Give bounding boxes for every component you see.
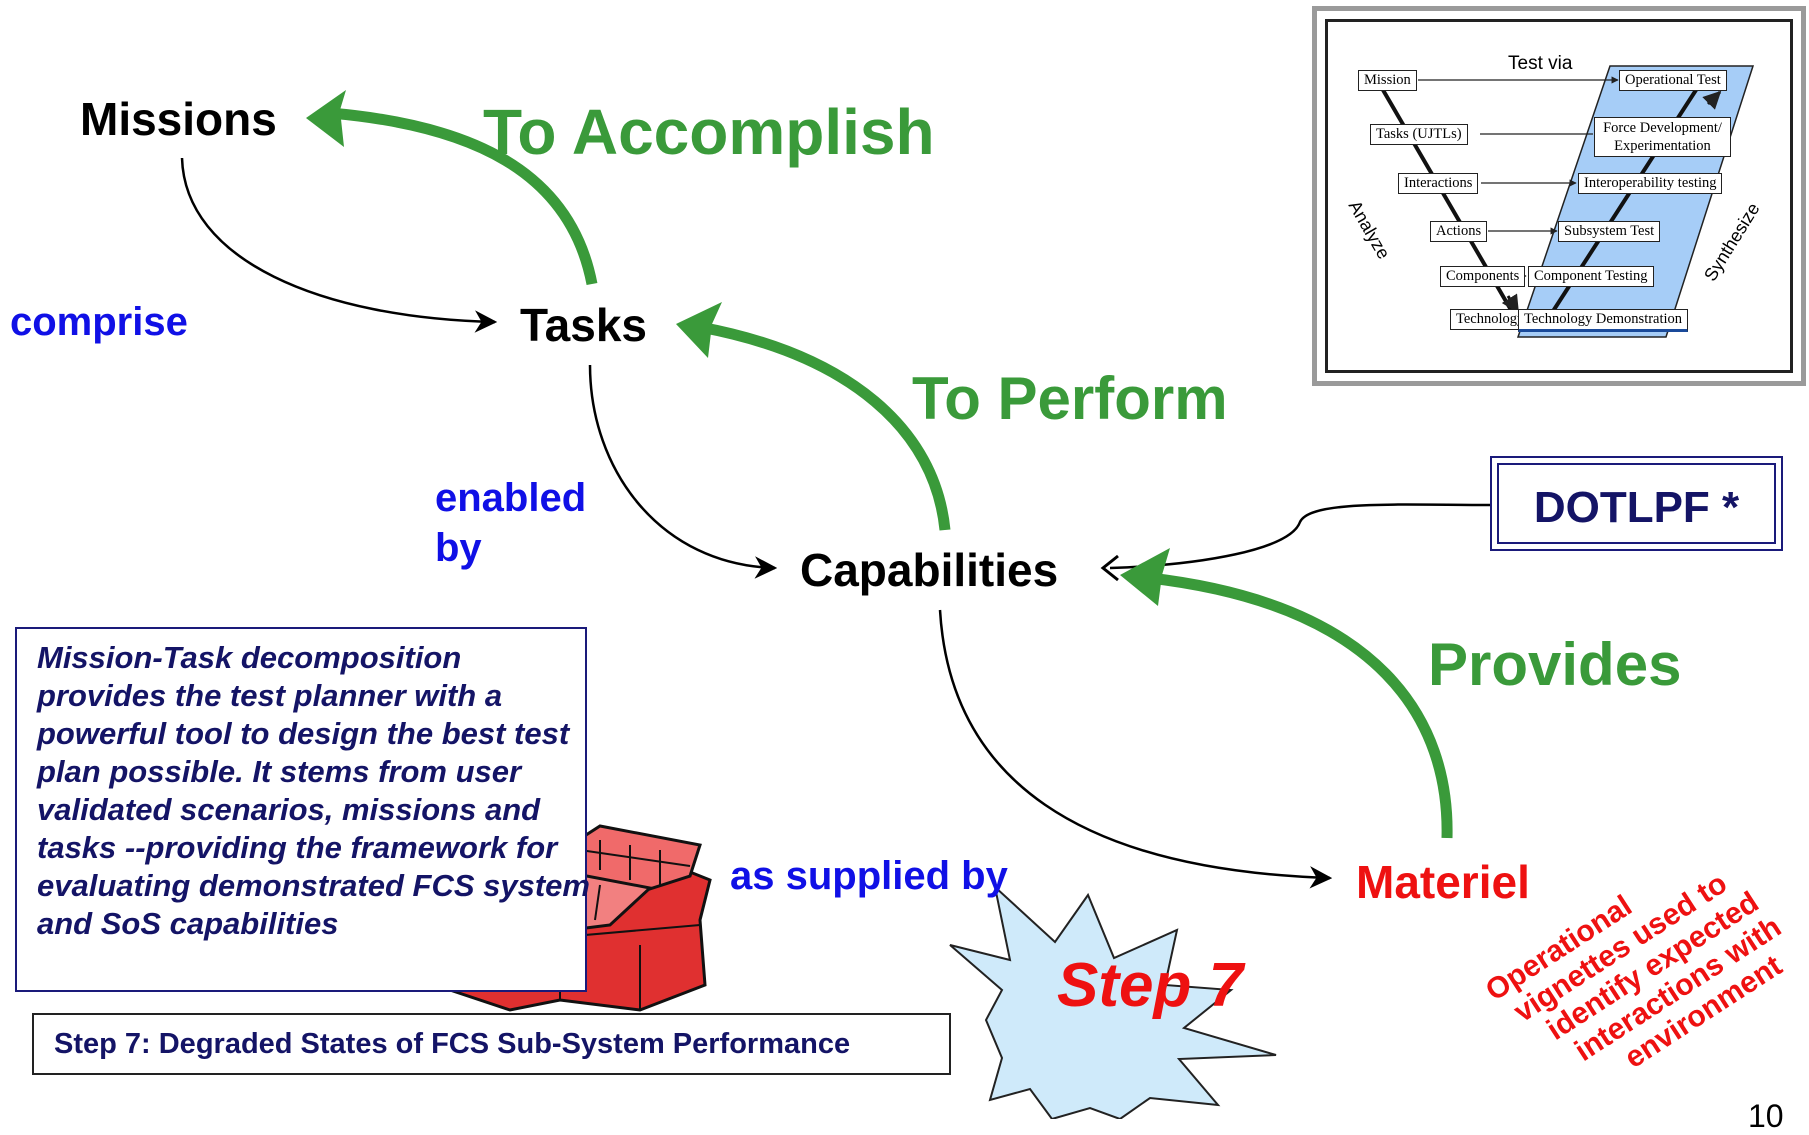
- page-number: 10: [1748, 1098, 1784, 1134]
- label-to-perform: To Perform: [912, 365, 1228, 432]
- dotlpf-label: DOTLPF *: [1533, 483, 1740, 532]
- description-box: Mission-Task decomposition provides the …: [15, 627, 590, 992]
- to-accomplish-arrowhead: [306, 90, 346, 147]
- vee-left-item: Mission: [1358, 70, 1417, 91]
- label-to-accomplish: To Accomplish: [483, 96, 935, 168]
- provides-arrow: [1149, 572, 1453, 839]
- to-perform-arrowhead: [676, 302, 722, 358]
- vee-diagram: Test via Analyze Synthesize Mission Task…: [1325, 19, 1793, 373]
- vee-right-item: Component Testing: [1528, 266, 1654, 287]
- vee-right-item: Force Development/ Experimentation: [1594, 117, 1731, 157]
- label-provides: Provides: [1428, 631, 1682, 698]
- step-caption: Step 7: Degraded States of FCS Sub-Syste…: [54, 1028, 851, 1060]
- step-caption-box: Step 7: Degraded States of FCS Sub-Syste…: [32, 1013, 951, 1075]
- node-materiel: Materiel: [1356, 856, 1530, 908]
- vee-right-item: Operational Test: [1619, 70, 1727, 91]
- dotlpf-arrowhead: [1100, 554, 1119, 582]
- dotlpf-box: DOTLPF *: [1490, 456, 1783, 551]
- vee-test-via: Test via: [1508, 53, 1573, 74]
- label-by: by: [435, 526, 482, 570]
- missions-to-tasks-arrow: [180, 157, 498, 333]
- to-accomplish-arrow: [329, 107, 598, 286]
- vee-right-item: Technology Demonstration: [1518, 309, 1689, 332]
- vee-right-item: Subsystem Test: [1558, 221, 1661, 242]
- provides-arrowhead: [1120, 548, 1170, 606]
- vee-left-item: Actions: [1430, 221, 1488, 242]
- node-tasks: Tasks: [520, 299, 648, 351]
- vee-left-item: Technology: [1450, 309, 1531, 330]
- vee-right-item: Interoperability testing: [1578, 173, 1723, 194]
- label-enabled: enabled: [435, 476, 587, 520]
- starburst-icon: [949, 884, 1277, 1119]
- dotlpf-to-capabilities-arrow: [1109, 503, 1491, 570]
- to-perform-arrow: [698, 321, 951, 531]
- node-missions: Missions: [80, 93, 277, 145]
- node-capabilities: Capabilities: [800, 544, 1059, 596]
- step-burst-label: Step 7: [1057, 951, 1244, 1020]
- tasks-to-capabilities-arrow: [588, 364, 778, 579]
- vee-left-item: Interactions: [1398, 173, 1479, 194]
- capabilities-to-materiel-arrow: [938, 609, 1333, 889]
- vee-left-item: Tasks (UJTLs): [1370, 124, 1468, 145]
- label-comprise: comprise: [10, 300, 188, 344]
- vee-left-item: Components: [1440, 266, 1526, 287]
- vee-diagram-frame: Test via Analyze Synthesize Mission Task…: [1312, 6, 1806, 386]
- description-text: Mission-Task decomposition provides the …: [37, 640, 590, 941]
- label-as-supplied-by: as supplied by: [730, 854, 1008, 898]
